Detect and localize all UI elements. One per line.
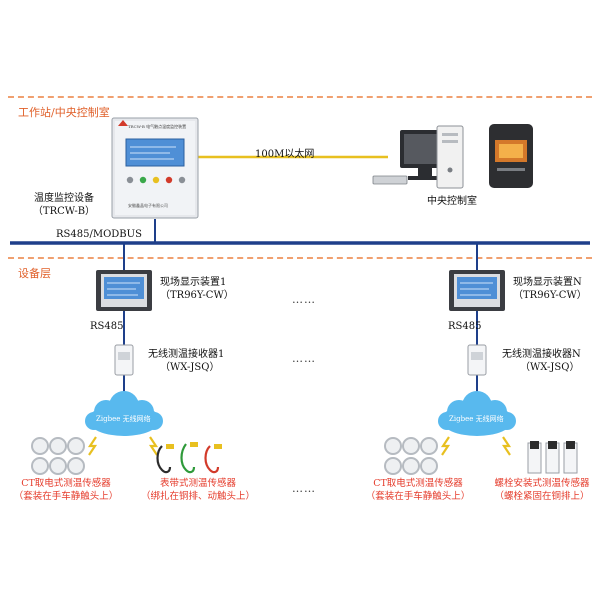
sensor-b-note-1: （绑扎在铜排、动触头上） [140, 491, 255, 502]
zigbee-label-1: Zigbee 无线网络 [96, 415, 151, 423]
sensor-a-note-n: （套装在手车静触头上） [365, 491, 471, 502]
ct-sensor-rings-1 [31, 437, 85, 475]
device-maker: 安徽鑫晶电子有限公司 [128, 203, 168, 208]
strap-sensors-1 [156, 443, 220, 474]
lightning-icon [87, 436, 98, 456]
zigbee-cloud-n [438, 391, 516, 436]
receiver-model-1: （WX-JSQ） [160, 362, 220, 373]
display-model-1: （TR96Y-CW） [160, 290, 234, 301]
device-screen-title: TRCW-B 电气触点温度监控装置 [128, 124, 187, 129]
ellipsis-display: …… [292, 293, 316, 306]
field-display-n [449, 270, 505, 311]
control-room-label: 中央控制室 [427, 196, 477, 207]
zigbee-cloud-1 [85, 391, 163, 436]
receiver-model-n: （WX-JSQ） [520, 362, 580, 373]
sensor-b-note-n: （螺栓紧固在铜排上） [494, 491, 590, 502]
sensor-a-note-1: （套装在手车静触头上） [13, 491, 119, 502]
sensor-b-name-1: 表带式测温传感器 [159, 478, 236, 489]
lightning-icon [501, 436, 512, 456]
logo-icon [118, 120, 128, 126]
ellipsis-receiver: …… [292, 352, 316, 365]
link-label-1: RS485 [90, 321, 124, 332]
display-name-n: 现场显示装置N [513, 277, 582, 288]
ethernet-label: 100M以太网 [255, 149, 315, 160]
field-display-1 [96, 270, 152, 311]
ups-icon [489, 124, 533, 188]
indicator-2 [139, 176, 147, 184]
sensor-a-name-1: CT取电式测温传感器 [21, 478, 111, 489]
bolt-sensors-n [527, 441, 578, 474]
lightning-icon [148, 436, 159, 456]
field-divider [8, 257, 592, 259]
display-model-n: （TR96Y-CW） [513, 290, 587, 301]
bus-label: RS485/MODBUS [56, 229, 142, 240]
receiver-name-n: 无线测温接收器N [502, 349, 581, 360]
lightning-icon [440, 436, 451, 456]
receiver-name-1: 无线测温接收器1 [148, 349, 225, 360]
section-label-control-room: 工作站/中央控制室 [18, 106, 110, 119]
sensor-b-name-n: 螺栓安装式测温传感器 [494, 478, 590, 489]
display-name-1: 现场显示装置1 [160, 277, 227, 288]
top-divider [8, 96, 592, 98]
computer-icon [372, 125, 464, 189]
indicator-3 [152, 176, 160, 184]
device-model: （TRCW-B） [32, 206, 96, 217]
indicator-5 [178, 176, 186, 184]
link-label-n: RS485 [448, 321, 482, 332]
ct-sensor-rings-n [384, 437, 438, 475]
receiver-n [467, 344, 487, 376]
temperature-monitor-device [111, 117, 199, 219]
strap-sensor-heads-1 [166, 442, 222, 449]
section-label-field: 设备层 [18, 267, 51, 280]
zigbee-label-n: Zigbee 无线网络 [449, 415, 504, 423]
receiver-1 [114, 344, 134, 376]
ellipsis-sensor: …… [292, 482, 316, 495]
indicator-4 [165, 176, 173, 184]
indicator-1 [126, 176, 134, 184]
device-name: 温度监控设备 [34, 193, 94, 204]
sensor-a-name-n: CT取电式测温传感器 [373, 478, 463, 489]
